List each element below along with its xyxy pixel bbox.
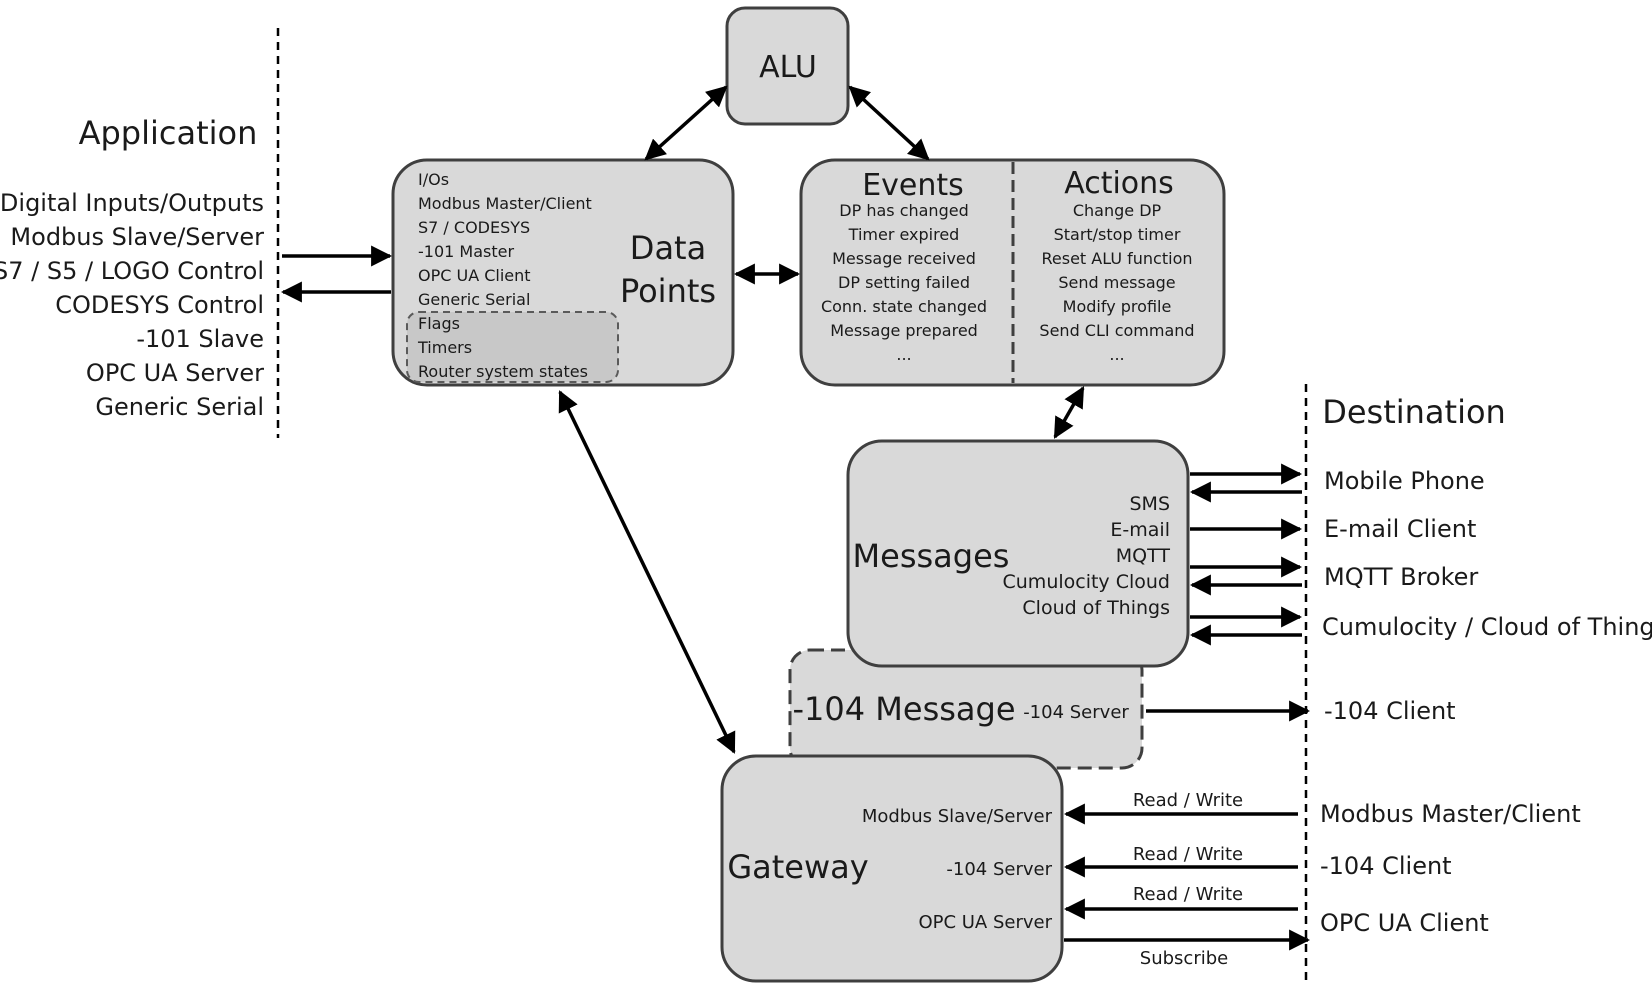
gateway-interface-item: Modbus Slave/Server xyxy=(862,806,1053,827)
arrow-alu-events xyxy=(848,85,930,161)
message-channel-item: Cumulocity Cloud xyxy=(1003,571,1171,593)
application-item: Modbus Slave/Server xyxy=(10,223,264,251)
message-channel-item: Cloud of Things xyxy=(1022,597,1170,619)
gateway-title: Gateway xyxy=(727,848,868,886)
events-list: DP has changed Timer expired Message rec… xyxy=(821,201,987,364)
action-item: Send message xyxy=(1058,273,1175,292)
application-item: Generic Serial xyxy=(95,393,264,421)
arrow-actions-messages xyxy=(1053,386,1085,439)
action-item: ... xyxy=(1109,345,1124,364)
messages-title: Messages xyxy=(853,537,1010,575)
data-point-item: S7 / CODESYS xyxy=(418,218,530,237)
internal-data-point-item: Timers xyxy=(417,338,472,357)
subscribe-label: Subscribe xyxy=(1140,948,1228,969)
event-item: DP setting failed xyxy=(838,273,970,292)
alu-label: ALU xyxy=(759,50,817,85)
gateway-interface-list: Modbus Slave/Server -104 Server OPC UA S… xyxy=(862,806,1053,933)
destination-item: -104 Client xyxy=(1324,697,1456,725)
gateway-interface-item: -104 Server xyxy=(946,859,1052,880)
connection-label-group: Read / Write Read / Write Read / Write S… xyxy=(1133,790,1243,969)
message-channel-item: MQTT xyxy=(1116,545,1171,567)
read-write-label: Read / Write xyxy=(1133,884,1243,905)
connection-arrows xyxy=(280,85,1311,951)
message-104-server-label: -104 Server xyxy=(1023,702,1129,723)
event-item: ... xyxy=(896,345,911,364)
action-item: Reset ALU function xyxy=(1042,249,1193,268)
destination-item: Mobile Phone xyxy=(1324,467,1485,495)
read-write-label: Read / Write xyxy=(1133,790,1243,811)
destination-heading: Destination xyxy=(1322,393,1506,431)
event-item: Timer expired xyxy=(848,225,960,244)
message-channel-item: SMS xyxy=(1129,493,1170,515)
application-item: OPC UA Server xyxy=(86,359,264,387)
internal-data-points-box xyxy=(406,311,619,383)
application-item: CODESYS Control xyxy=(55,291,264,319)
gateway-box xyxy=(720,754,1064,983)
messages-channel-list: SMS E-mail MQTT Cumulocity Cloud Cloud o… xyxy=(1003,493,1171,619)
action-item: Change DP xyxy=(1073,201,1162,220)
application-heading: Application xyxy=(79,114,258,152)
data-points-title-line1: Data xyxy=(630,229,706,267)
application-item: -101 Slave xyxy=(136,325,264,353)
gateway-interface-item: OPC UA Server xyxy=(918,912,1052,933)
application-item: S7 / S5 / LOGO Control xyxy=(0,257,264,285)
internal-data-point-item: Flags xyxy=(418,314,460,333)
destination-list: Mobile Phone E-mail Client MQTT Broker C… xyxy=(1320,467,1652,937)
messages-box xyxy=(846,439,1190,668)
arrow-alu-data-points xyxy=(644,85,728,161)
data-points-list: I/Os Modbus Master/Client S7 / CODESYS -… xyxy=(417,170,592,381)
application-list: Digital Inputs/Outputs Modbus Slave/Serv… xyxy=(0,189,264,421)
application-item: Digital Inputs/Outputs xyxy=(0,189,264,217)
destination-item: -104 Client xyxy=(1320,852,1452,880)
action-item: Modify profile xyxy=(1063,297,1172,316)
alu-box xyxy=(725,6,850,126)
destination-item: Modbus Master/Client xyxy=(1320,800,1581,828)
arrow-data-points-gateway xyxy=(558,390,736,754)
event-item: DP has changed xyxy=(839,201,968,220)
actions-list: Change DP Start/stop timer Reset ALU fun… xyxy=(1039,201,1194,364)
destination-item: MQTT Broker xyxy=(1324,563,1478,591)
message-104-title: -104 Message xyxy=(792,690,1015,728)
destination-item: E-mail Client xyxy=(1324,515,1476,543)
destination-item: OPC UA Client xyxy=(1320,909,1489,937)
event-item: Message received xyxy=(832,249,976,268)
internal-data-point-item: Router system states xyxy=(418,362,588,381)
message-channel-item: E-mail xyxy=(1110,519,1170,541)
data-point-item: -101 Master xyxy=(418,242,514,261)
events-title: Events xyxy=(862,168,964,203)
event-item: Message prepared xyxy=(830,321,978,340)
data-point-item: Modbus Master/Client xyxy=(418,194,592,213)
event-item: Conn. state changed xyxy=(821,297,987,316)
data-points-title-line2: Points xyxy=(620,272,716,310)
data-point-item: I/Os xyxy=(418,170,449,189)
action-item: Send CLI command xyxy=(1039,321,1194,340)
read-write-label: Read / Write xyxy=(1133,844,1243,865)
data-point-item: OPC UA Client xyxy=(418,266,531,285)
action-item: Start/stop timer xyxy=(1054,225,1181,244)
data-point-item: Generic Serial xyxy=(418,290,530,309)
actions-title: Actions xyxy=(1064,166,1174,201)
destination-item: Cumulocity / Cloud of Things xyxy=(1322,613,1652,641)
